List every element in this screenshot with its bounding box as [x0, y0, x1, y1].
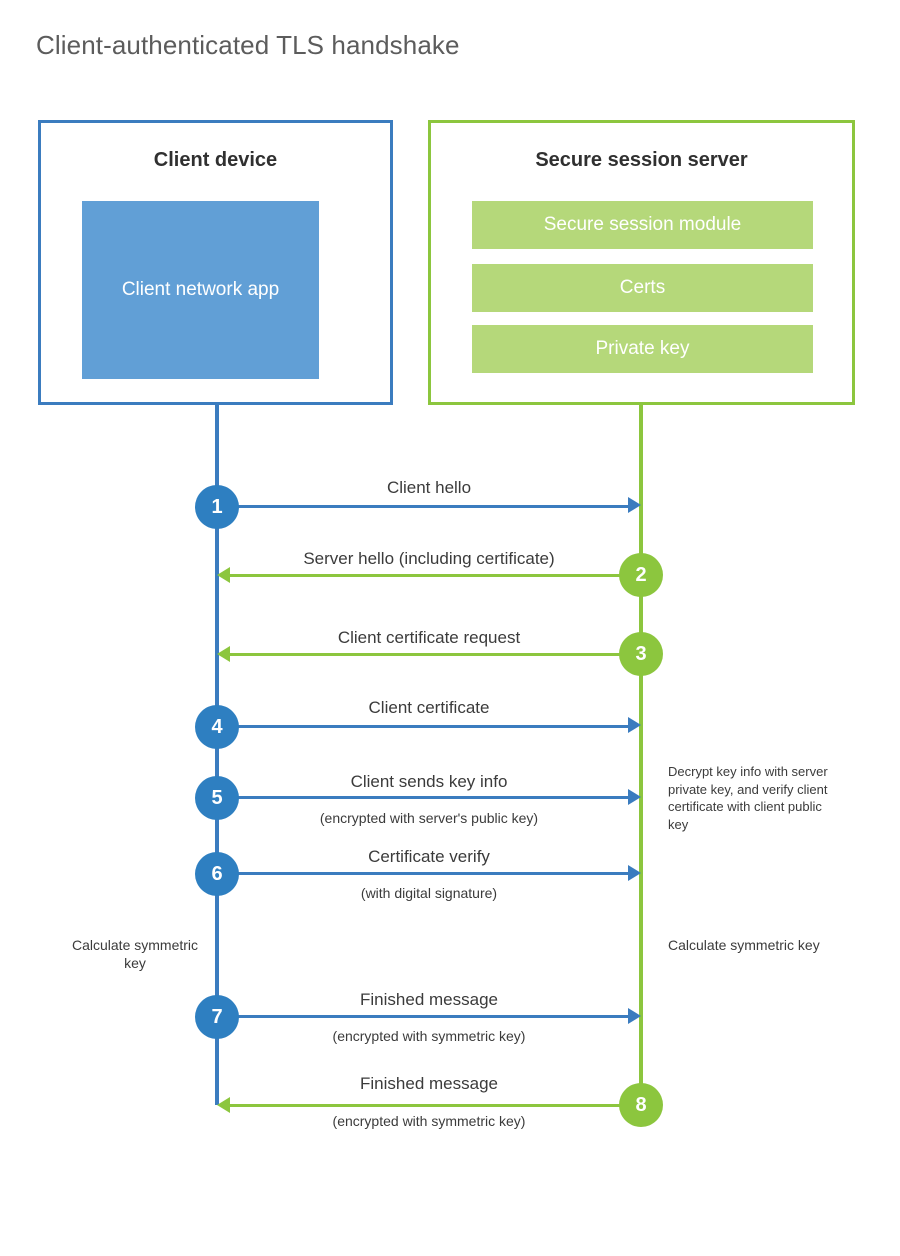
step-6-sublabel: (with digital signature): [360, 885, 498, 901]
step-8-arrow-head: [217, 1097, 230, 1113]
server-calculate-symmetric-key-note: Calculate symmetric key: [668, 937, 820, 953]
secure-session-server-box: Secure session server Secure session mod…: [428, 120, 855, 405]
server-component-private-key: Private key: [472, 325, 813, 373]
step-7-sublabel: (encrypted with symmetric key): [332, 1028, 526, 1044]
step-7-marker[interactable]: 7: [195, 995, 239, 1039]
step-1-label: Client hello: [386, 478, 472, 497]
client-device-title: Client device: [153, 149, 278, 171]
step-1-arrow-line: [217, 505, 628, 508]
client-calculate-symmetric-key-note: Calculate symmetric key: [71, 937, 199, 972]
step-6-arrow-line: [217, 872, 628, 875]
step-5-marker[interactable]: 5: [195, 776, 239, 820]
step-2-arrow-line: [230, 574, 641, 577]
step-5-label: Client sends key info: [350, 772, 508, 791]
step-2-label: Server hello (including certificate): [303, 549, 555, 568]
client-device-box: Client device Client network app: [38, 120, 393, 405]
secure-session-server-title: Secure session server: [535, 149, 748, 171]
step-5-sublabel: (encrypted with server's public key): [319, 810, 539, 826]
step-3-arrow-line: [230, 653, 641, 656]
step-1-arrow-head: [628, 497, 641, 513]
step-2-arrow-head: [217, 567, 230, 583]
client-lifeline: [215, 405, 219, 1105]
step-4-marker[interactable]: 4: [195, 705, 239, 749]
step-6-arrow-head: [628, 865, 641, 881]
step-1-marker[interactable]: 1: [195, 485, 239, 529]
client-network-app-block: Client network app: [82, 201, 319, 379]
step-8-label: Finished message: [360, 1074, 498, 1093]
step-8-sublabel: (encrypted with symmetric key): [332, 1113, 526, 1129]
step-8-arrow-line: [230, 1104, 641, 1107]
step-7-arrow-line: [217, 1015, 628, 1018]
step-4-arrow-head: [628, 717, 641, 733]
step-3-marker[interactable]: 3: [619, 632, 663, 676]
step-5-arrow-head: [628, 789, 641, 805]
step-6-label: Certificate verify: [368, 847, 490, 866]
server-component-secure-session-module: Secure session module: [472, 201, 813, 249]
step-4-label: Client certificate: [368, 698, 490, 717]
step-2-marker[interactable]: 2: [619, 553, 663, 597]
step-3-arrow-head: [217, 646, 230, 662]
step-7-label: Finished message: [360, 990, 498, 1009]
page-title: Client-authenticated TLS handshake: [36, 30, 460, 60]
step-4-arrow-line: [217, 725, 628, 728]
server-component-certs: Certs: [472, 264, 813, 312]
step-8-marker[interactable]: 8: [619, 1083, 663, 1127]
step-6-marker[interactable]: 6: [195, 852, 239, 896]
step-5-arrow-line: [217, 796, 628, 799]
step-3-label: Client certificate request: [337, 628, 521, 647]
server-lifeline: [639, 405, 643, 1105]
server-processing-note: Decrypt key info with server private key…: [668, 764, 828, 832]
step-7-arrow-head: [628, 1008, 641, 1024]
